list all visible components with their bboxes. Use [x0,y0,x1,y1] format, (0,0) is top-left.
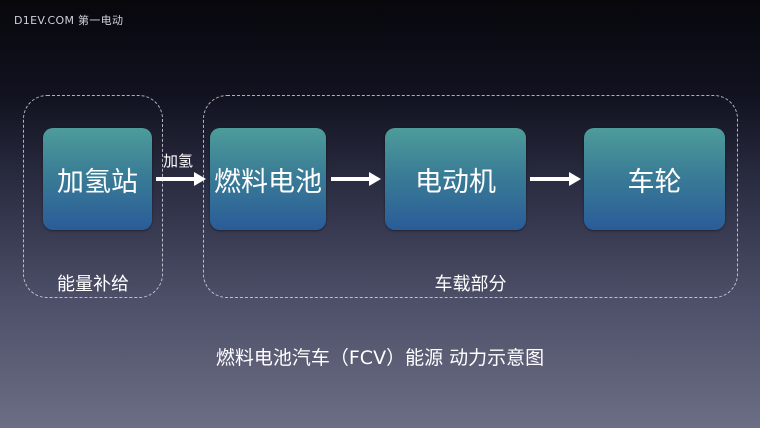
hydrogen-station-label: 加氢站 [57,166,138,198]
arrow-right-icon [156,172,206,186]
onboard-group [203,95,738,298]
arrow-shaft [530,177,570,181]
arrow-head [369,172,381,186]
motor-node: 电动机 [385,128,526,230]
wheel-label: 车轮 [627,166,682,198]
watermark: D1EV.COM 第一电动 [14,14,124,27]
arrow-right-icon [331,172,381,186]
arrow-shaft [331,177,370,181]
arrow-shaft [156,177,195,181]
arrow-right-icon [530,172,581,186]
arrow-head [569,172,581,186]
fuel-cell-label: 燃料电池 [214,166,322,198]
wheel-node: 车轮 [584,128,725,230]
refuel-edge-label: 加氢 [163,152,194,170]
diagram-caption: 燃料电池汽车（FCV）能源 动力示意图 [215,347,545,369]
arrow-head [194,172,206,186]
hydrogen-station-node: 加氢站 [43,128,152,230]
energy-supply-label: 能量补给 [57,274,129,295]
fuel-cell-node: 燃料电池 [210,128,326,230]
onboard-label: 车载部分 [434,274,507,295]
energy-supply-group [23,95,163,298]
motor-label: 电动机 [415,166,496,198]
